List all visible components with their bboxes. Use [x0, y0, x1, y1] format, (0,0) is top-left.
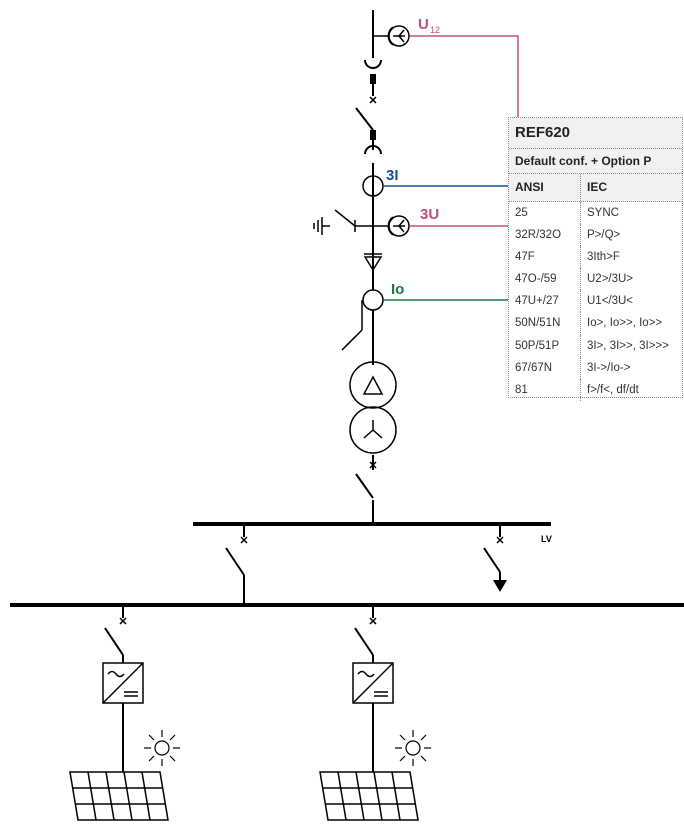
ansi-code: 47O-/59	[509, 268, 581, 291]
iec-code: SYNC	[587, 207, 619, 219]
u12-subscript: 12	[430, 25, 440, 35]
relay-table-header: ANSI IEC	[509, 174, 682, 202]
bus-coupler-feeder	[225, 524, 248, 605]
relay-function-table: REF620 Default conf. + Option P ANSI IEC…	[508, 117, 683, 401]
io-label: Io	[391, 281, 404, 298]
relay-row: 32R/32O P>/Q>	[509, 224, 682, 247]
current-transformer-icon	[362, 175, 384, 197]
pv-panel-1-icon	[69, 771, 169, 821]
voltage-3u-label: 3U	[420, 206, 439, 223]
u12-signal-line	[410, 35, 519, 117]
relay-row: 47U+/27 U1</3U<	[509, 290, 682, 313]
withdrawable-contact-upper-icon	[364, 59, 382, 104]
transformer-lv-contact-icon	[369, 461, 377, 469]
ansi-code: 32R/32O	[509, 224, 581, 247]
pv-panel-2-icon	[319, 771, 419, 821]
iec-code: 3I->/Io->	[587, 361, 631, 374]
lv-incomer-switch-icon	[355, 473, 374, 499]
u12-label: U	[418, 16, 429, 33]
inverter-1-icon	[102, 662, 144, 704]
voltage-transformer-u12-icon	[373, 25, 410, 47]
ansi-code: 47F	[509, 246, 581, 269]
voltage-transformer-3u-icon	[373, 215, 410, 237]
surge-arrester-icon	[363, 253, 383, 272]
lv-label: LV	[541, 534, 552, 544]
relay-row: 25 SYNC	[509, 202, 682, 225]
relay-row: 81 f>/f<, df/dt	[509, 378, 682, 401]
relay-row: 47O-/59 U2>/3U>	[509, 268, 682, 291]
ansi-code: 50N/51N	[509, 312, 581, 335]
relay-row: 67/67N 3I->/Io->	[509, 356, 682, 379]
relay-row: 47F 3Ith>F	[509, 246, 682, 269]
iec-code: U2>/3U>	[587, 273, 634, 286]
ansi-code: 50P/51P	[509, 334, 581, 357]
iec-code: U1</3U<	[587, 295, 634, 308]
lv-outgoing-feeder	[483, 524, 504, 580]
relay-title: REF620	[509, 118, 682, 149]
ansi-column-header: ANSI	[509, 174, 581, 201]
sun-1-icon	[144, 730, 180, 766]
ansi-code: 25	[509, 202, 581, 225]
earthing-switch-icon	[313, 209, 373, 235]
iec-code: P>/Q>	[587, 229, 621, 242]
circuit-breaker-icon	[355, 107, 374, 132]
iec-column-header: IEC	[587, 180, 608, 194]
relay-row: 50P/51P 3I>, 3I>>, 3I>>>	[509, 334, 682, 357]
sun-2-icon	[395, 730, 431, 766]
iec-code: 3I>, 3I>>, 3I>>>	[587, 339, 669, 352]
iec-code: Io>, Io>>, Io>>	[587, 317, 663, 330]
withdrawable-contact-lower-icon	[364, 130, 382, 155]
load-arrow-icon	[493, 580, 507, 592]
core-balance-ct-icon	[341, 289, 384, 351]
inverter-2-icon	[352, 662, 394, 704]
iec-code: 3Ith>F	[587, 251, 620, 264]
relay-row: 50N/51N Io>, Io>>, Io>>	[509, 312, 682, 335]
ansi-code: 81	[509, 378, 581, 401]
ansi-code: 47U+/27	[509, 290, 581, 313]
relay-subtitle: Default conf. + Option P	[509, 149, 682, 174]
power-transformer-icon	[349, 361, 397, 454]
current-3i-label: 3I	[386, 167, 399, 184]
ansi-code: 67/67N	[509, 356, 581, 379]
iec-code: f>/f<, df/dt	[587, 383, 639, 396]
